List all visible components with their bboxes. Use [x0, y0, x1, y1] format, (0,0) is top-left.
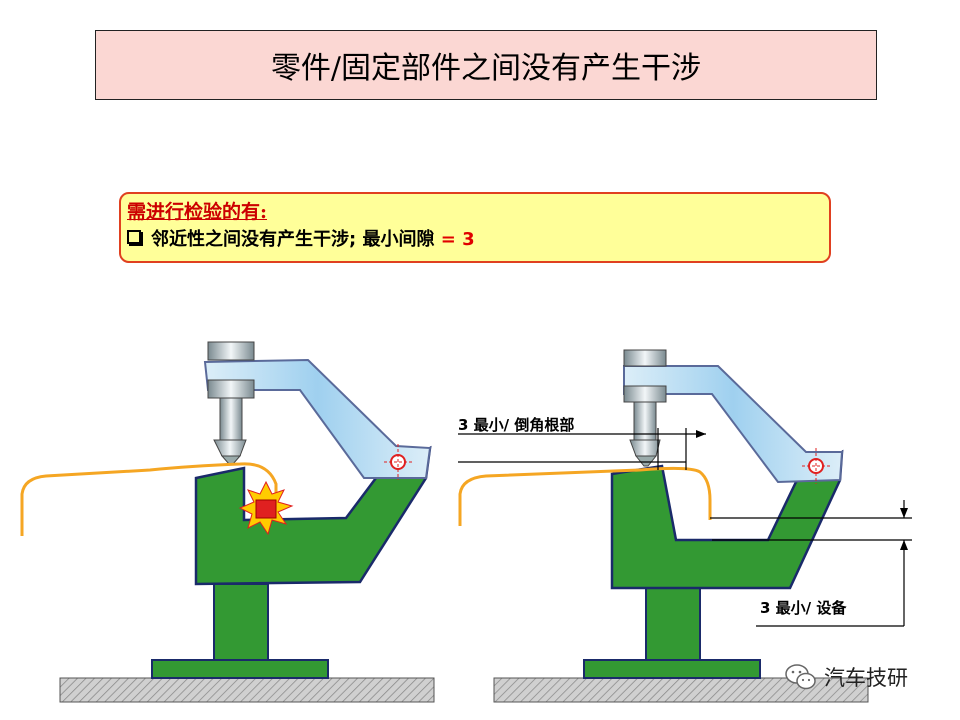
note-item-value: = 3: [440, 229, 475, 250]
part-contour-left: [20, 462, 278, 536]
base-plate-right: [583, 659, 761, 679]
fixture-left: [20, 341, 435, 703]
base-plate-left: [151, 659, 329, 679]
note-item-text: 邻近性之间没有产生干涉; 最小间隙: [151, 229, 441, 250]
ground-left: [59, 677, 435, 703]
note-heading: 需进行检验的有:: [127, 201, 268, 223]
screw-tip-right: [629, 439, 661, 457]
collision-marker-icon: [255, 499, 277, 519]
slide-title: 零件/固定部件之间没有产生干涉: [270, 51, 702, 86]
column-right: [645, 587, 701, 661]
pivot-pin-right: [802, 448, 830, 484]
screw-tip-left: [213, 439, 247, 457]
title-box: 零件/固定部件之间没有产生干涉: [95, 30, 877, 100]
chamfer-clearance-label: 3 最小/ 倒角根部: [458, 416, 574, 434]
nut-bottom-left: [207, 379, 255, 399]
watermark-text: 汽车技研: [824, 666, 908, 690]
note-item: 邻近性之间没有产生干涉; 最小间隙 = 3: [127, 225, 829, 255]
column-left: [213, 583, 269, 661]
inspection-note: 需进行检验的有: 邻近性之间没有产生干涉; 最小间隙 = 3: [119, 192, 831, 263]
dimension-equipment: [710, 500, 912, 627]
wechat-icon: [785, 664, 816, 690]
dimension-chamfer: [458, 428, 706, 470]
nut-top-right: [623, 349, 667, 367]
pivot-pin-left: [384, 444, 412, 480]
equipment-clearance-label: 3 最小/ 设备: [760, 599, 847, 617]
nut-top-left: [207, 341, 255, 361]
fixture-right: 3 最小/ 倒角根部 3 最小/ 设备: [458, 349, 912, 703]
nut-bottom-right: [623, 385, 667, 403]
checkbox-bullet-icon: [127, 230, 141, 244]
watermark: 汽车技研: [784, 662, 908, 692]
screw-left: [219, 397, 243, 441]
screw-cone-right: [634, 455, 658, 467]
part-contour-right: [458, 466, 712, 526]
